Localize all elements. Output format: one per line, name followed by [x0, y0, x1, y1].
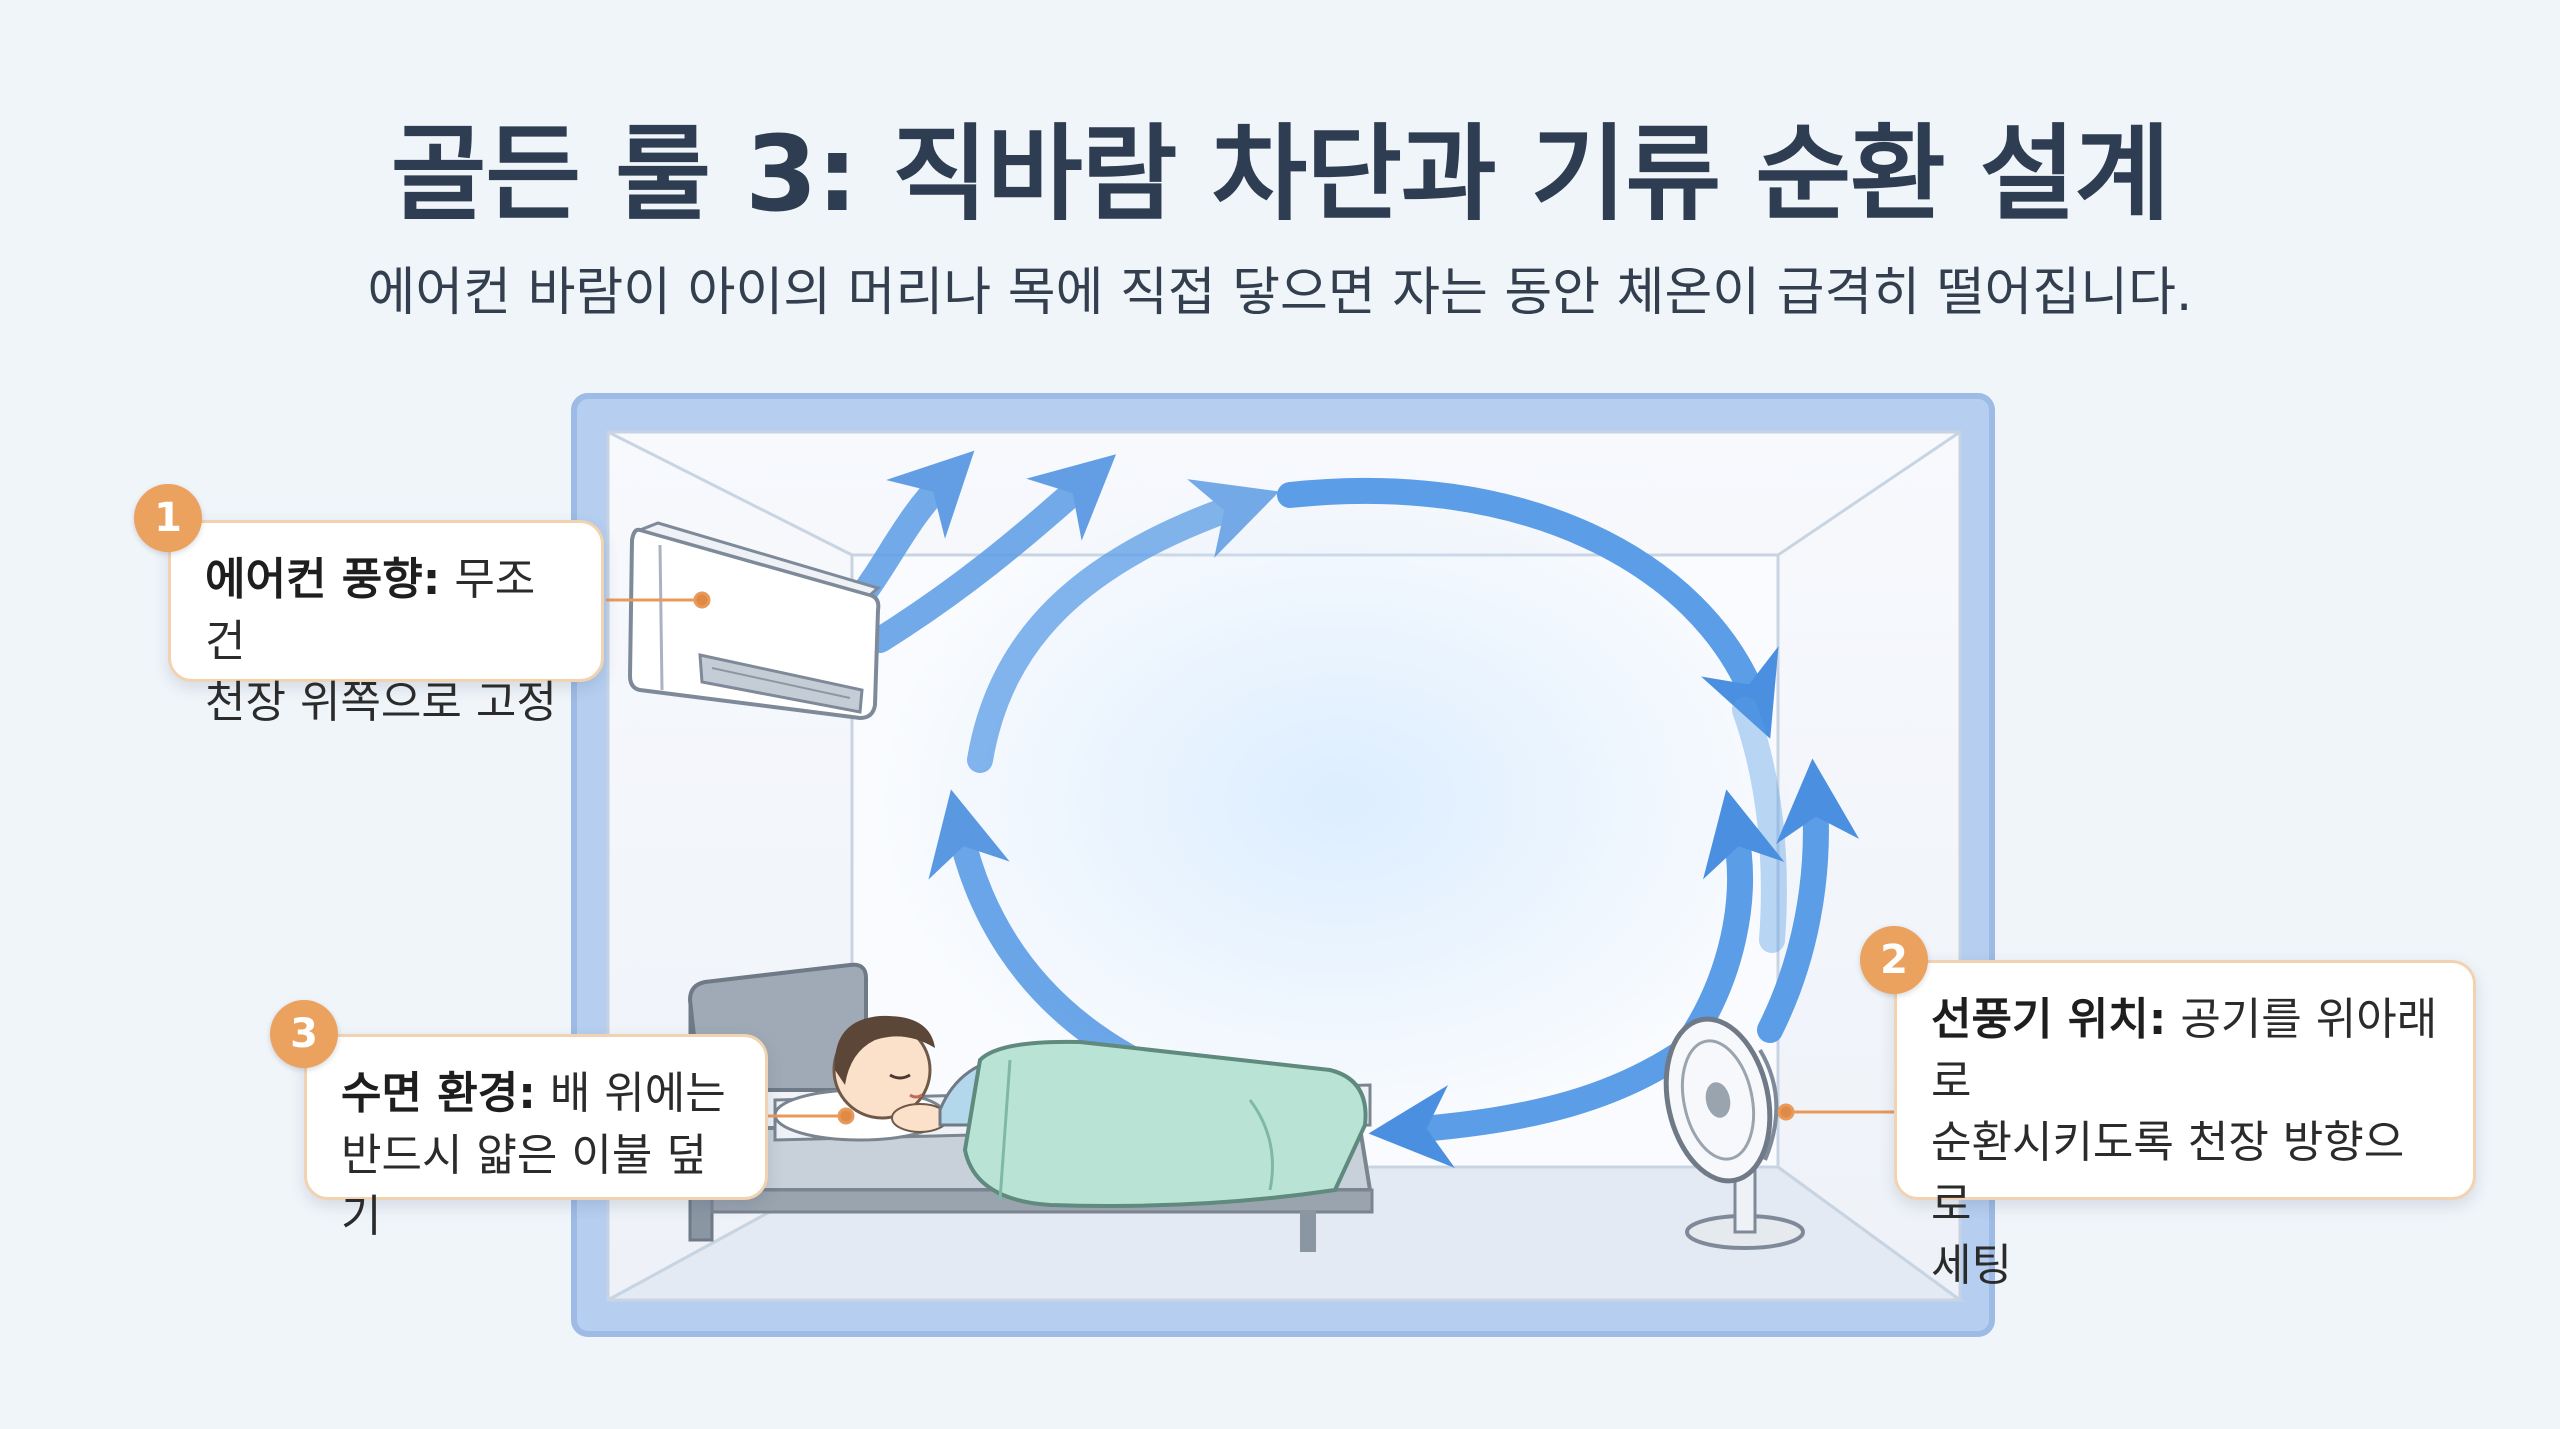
ac-outflow-arrow-2 — [867, 454, 1117, 653]
fan-icon — [1663, 1016, 1805, 1250]
callout-1-line2: 천장 위쪽으로 고정 — [205, 677, 557, 729]
airflow-glow — [880, 470, 1800, 1130]
callout-2-line1: 공기를 위아래로 — [1931, 994, 2438, 1107]
callout-3-line2: 반드시 얇은 이불 덮기 — [341, 1129, 707, 1243]
callout-3-badge: 3 — [270, 1000, 338, 1068]
page-subtitle: 에어컨 바람이 아이의 머리나 목에 직접 닿으면 자는 동안 체온이 급격히 … — [367, 263, 2193, 323]
callout-fan-position: 선풍기 위치: 공기를 위아래로 순환시키도록 천장 방향으로 세팅 — [1894, 960, 2476, 1291]
callout-1-heading: 에어컨 풍향: — [205, 554, 441, 605]
callout-2-line3: 세팅 — [1931, 1240, 2012, 1292]
page-title: 골든 룰 3: 직바람 차단과 기류 순환 설계 — [390, 113, 2171, 235]
sleeping-child-icon — [832, 1015, 1368, 1208]
callout-3-heading: 수면 환경: — [341, 1068, 536, 1119]
fan-up-arrow-1 — [1677, 789, 1785, 1053]
fan-up-arrow-2 — [1757, 758, 1860, 1043]
callout-2-badge: 2 — [1860, 926, 1928, 994]
top-arc-left-arrow — [967, 479, 1280, 773]
callout-2-heading: 선풍기 위치: — [1931, 994, 2167, 1045]
callout-sleep-environment: 수면 환경: 배 위에는 반드시 얇은 이불 덮기 — [304, 1034, 768, 1242]
callout-ac-direction: 에어컨 풍향: 무조건 천장 위쪽으로 고정 — [168, 520, 604, 728]
callout-2-line2: 순환시키도록 천장 방향으로 — [1931, 1117, 2405, 1230]
callout-1-badge: 1 — [134, 484, 202, 552]
top-arc-right-arrow — [1277, 477, 1779, 739]
callout-1-line1: 무조건 — [205, 554, 536, 667]
callout-3-line1: 배 위에는 — [549, 1068, 726, 1119]
air-conditioner-icon — [627, 521, 882, 721]
leader-lines — [606, 591, 1896, 1125]
